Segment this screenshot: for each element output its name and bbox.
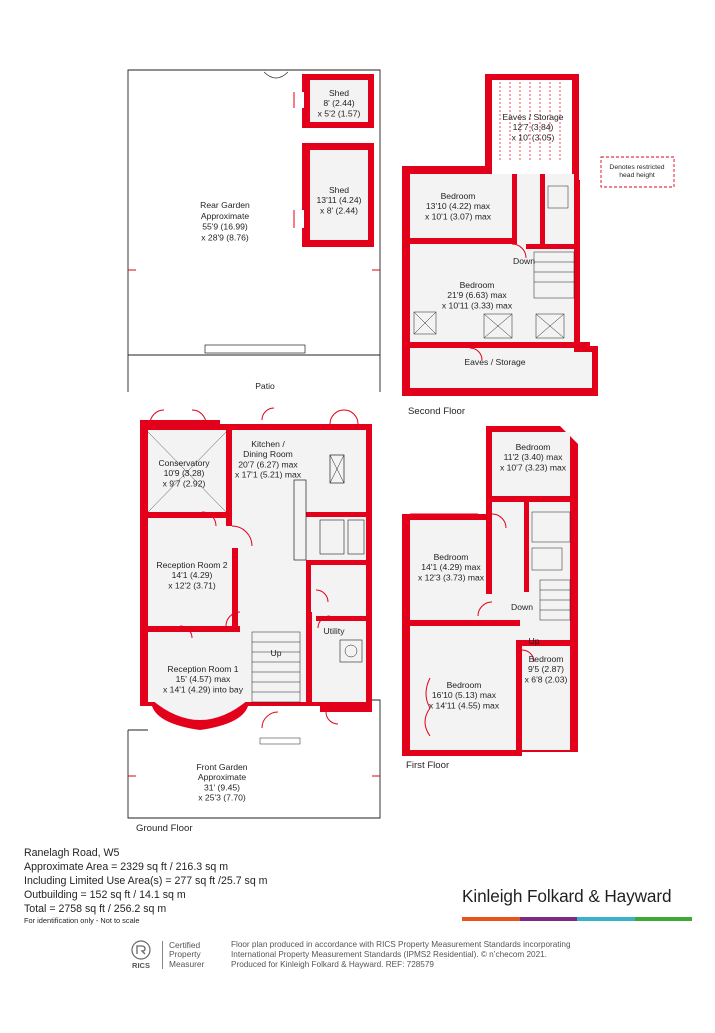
brand-bar-purple	[519, 917, 577, 921]
rics-certification: RICS Certified Property Measurer	[126, 940, 204, 970]
measurement-disclaimer: Floor plan produced in accordance with R…	[231, 940, 571, 969]
brand-name: Kinleigh Folkard & Hayward	[462, 886, 672, 906]
room-label-up-ground: Up	[271, 648, 282, 658]
room-label-patio: Patio	[255, 381, 275, 391]
room-label-eaves-bottom: Eaves / Storage	[464, 357, 525, 367]
room-label-ff-up: Up	[529, 636, 540, 646]
second-floor-plan	[402, 74, 675, 396]
rics-mark: RICS	[132, 961, 150, 970]
outbuilding-area: Outbuilding = 152 sq ft / 14.1 sq m	[24, 889, 186, 901]
identification-note: For identification only - Not to scale	[24, 916, 140, 925]
rics-emblem-icon	[131, 940, 151, 960]
first-floor-label: First Floor	[406, 760, 450, 771]
room-label-ff-down: Down	[511, 602, 533, 612]
property-info: Ranelagh Road, W5 Approximate Area = 232…	[24, 846, 268, 916]
second-floor-label: Second Floor	[408, 406, 466, 417]
room-label-sf-down: Down	[513, 256, 535, 266]
brand-bar-orange	[462, 917, 520, 921]
limited-use-area: Including Limited Use Area(s) = 277 sq f…	[24, 875, 268, 887]
room-label-utility: Utility	[323, 626, 345, 636]
ground-floor-label: Ground Floor	[136, 823, 193, 834]
first-floor-plan	[402, 426, 578, 756]
brand-bar-green	[634, 917, 692, 921]
brand-color-bars	[462, 917, 692, 921]
total-area: Total = 2758 sq ft / 256.2 sq m	[24, 903, 167, 915]
address: Ranelagh Road, W5	[24, 847, 120, 859]
approximate-area: Approximate Area = 2329 sq ft / 216.3 sq…	[24, 861, 229, 873]
ground-floor-plan	[127, 69, 381, 819]
certified-property-measurer: Certified Property Measurer	[162, 940, 204, 970]
rics-logo: RICS	[126, 940, 156, 970]
brand-bar-cyan	[577, 917, 635, 921]
